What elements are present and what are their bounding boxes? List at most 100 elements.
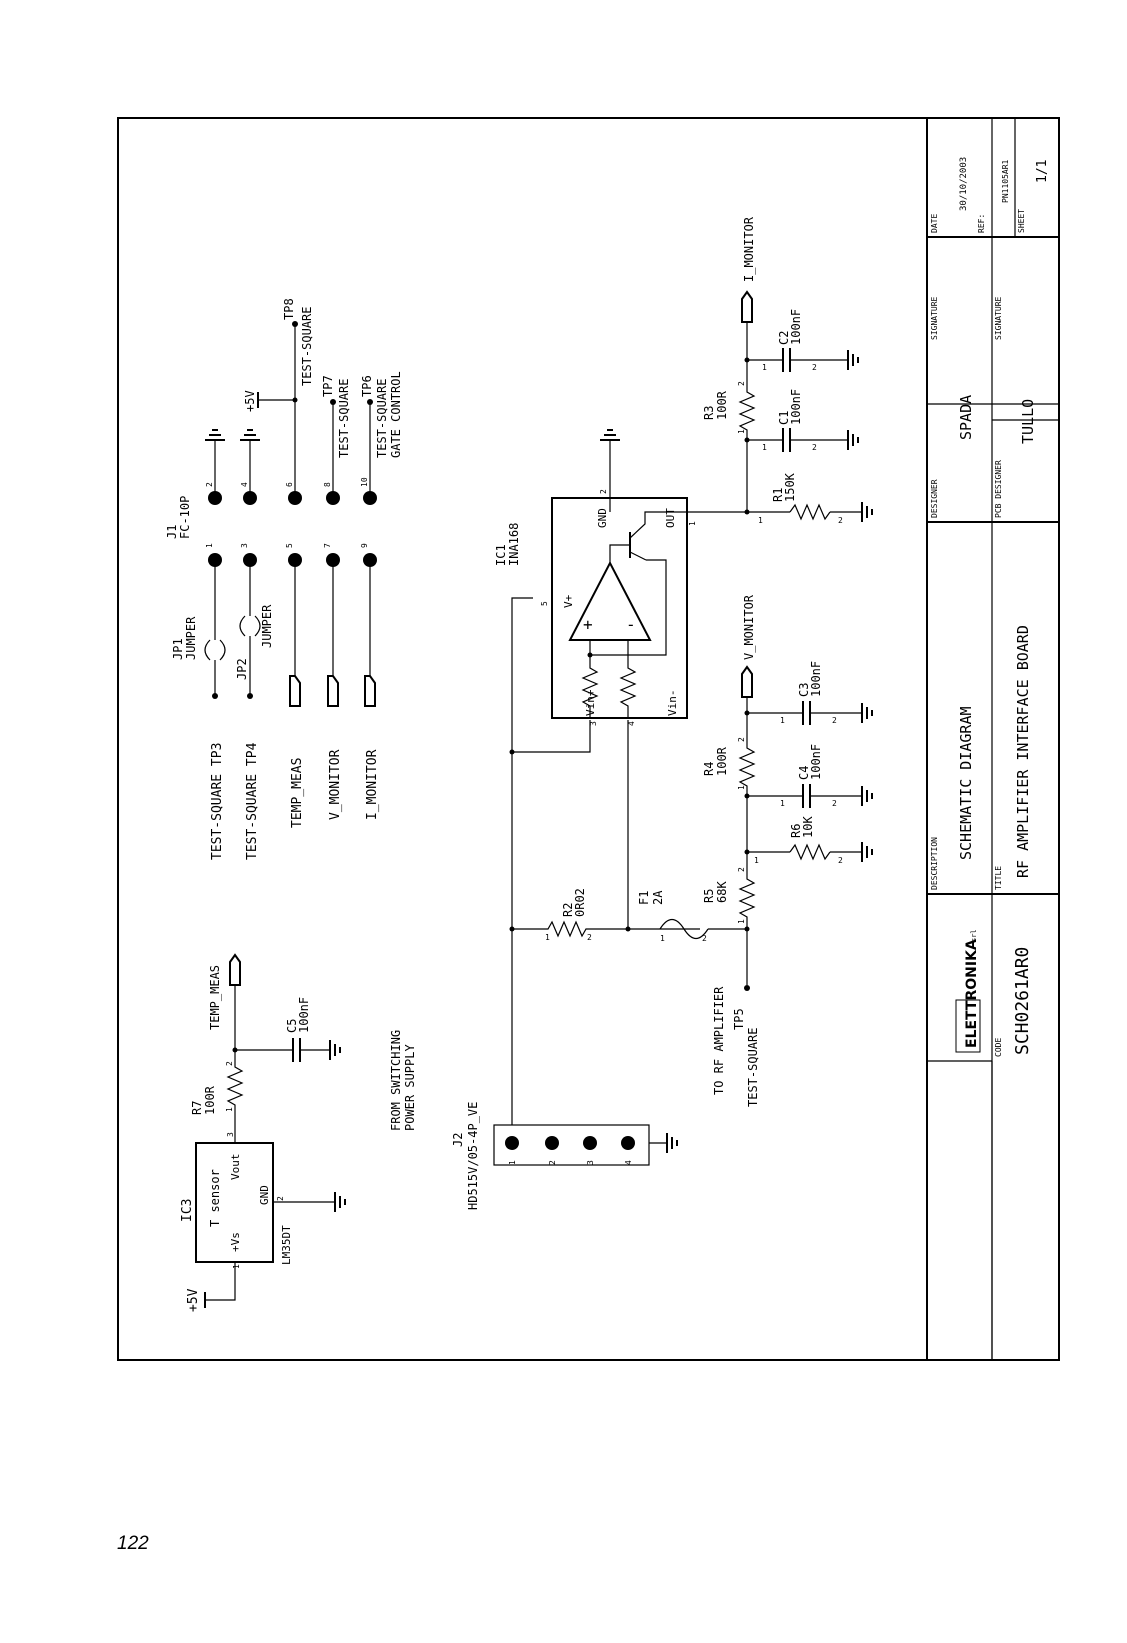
svg-text:+: + <box>583 615 593 634</box>
tp5-test-point <box>744 985 750 991</box>
svg-text:2: 2 <box>599 489 608 494</box>
svg-text:R4: R4 <box>702 762 716 776</box>
ic1-ground-symbol <box>600 429 620 498</box>
ic1-current-monitor: IC1 INA168 V+ Vin+ Vin- GND OUT 5 3 4 2 … <box>494 489 697 726</box>
description-value: SCHEMATIC DIAGRAM <box>957 706 975 860</box>
v-monitor-port-conn: V_MONITOR <box>327 560 343 820</box>
temp-meas-port-conn: TEMP_MEAS <box>289 560 305 828</box>
svg-text:1: 1 <box>780 799 785 808</box>
date-label: DATE <box>930 214 939 233</box>
company-logo: ELETTRONIKA srl <box>955 929 981 1053</box>
svg-text:1: 1 <box>205 543 214 548</box>
svg-text:1: 1 <box>688 521 697 526</box>
svg-text:100nF: 100nF <box>789 389 803 425</box>
svg-text:FC-10P: FC-10P <box>178 496 192 539</box>
svg-text:2: 2 <box>812 363 817 372</box>
r7-resistor: R7 100R 1 2 <box>190 1061 244 1115</box>
svg-text:JUMPER: JUMPER <box>184 616 198 660</box>
svg-text:C2: C2 <box>777 331 791 345</box>
svg-text:TEST-SQUARE: TEST-SQUARE <box>300 307 314 386</box>
svg-text:I_MONITOR: I_MONITOR <box>365 749 380 820</box>
svg-text:2: 2 <box>205 482 214 487</box>
title-block: ELETTRONIKA srl CODE SCH0261AR0 DESCRIPT… <box>926 118 1060 1360</box>
svg-text:1: 1 <box>225 1107 234 1112</box>
svg-text:1: 1 <box>737 785 746 790</box>
svg-text:J2: J2 <box>451 1133 465 1147</box>
svg-text:2: 2 <box>832 799 837 808</box>
svg-text:1: 1 <box>762 363 767 372</box>
svg-text:7: 7 <box>323 543 332 548</box>
svg-text:100nF: 100nF <box>809 744 823 780</box>
svg-text:2: 2 <box>548 1160 557 1165</box>
svg-text:OUT: OUT <box>664 508 677 528</box>
svg-text:C3: C3 <box>797 683 811 697</box>
svg-text:R6: R6 <box>789 824 803 838</box>
ref-value: PN1105AR1 <box>1001 159 1010 203</box>
title-label: TITLE <box>994 866 1003 890</box>
svg-text:2: 2 <box>225 1061 234 1066</box>
svg-text:TEMP_MEAS: TEMP_MEAS <box>208 965 222 1030</box>
svg-text:6: 6 <box>285 482 294 487</box>
svg-text:INA168: INA168 <box>507 523 521 566</box>
c4-capacitor: C4 100nF 1 2 <box>780 744 873 808</box>
svg-text:2: 2 <box>737 737 746 742</box>
ic3-temperature-sensor: IC3 T sensor +Vs Vout GND LM35DT 1 2 3 <box>180 1132 293 1269</box>
svg-text:TP8: TP8 <box>282 298 296 320</box>
tp7-test-point <box>330 399 336 405</box>
svg-text:1: 1 <box>762 443 767 452</box>
svg-text:2: 2 <box>276 1196 285 1201</box>
svg-text:Vout: Vout <box>229 1154 242 1181</box>
page-number: 122 <box>117 1533 149 1554</box>
svg-text:2: 2 <box>832 716 837 725</box>
svg-text:JUMPER: JUMPER <box>260 604 274 648</box>
svg-text:2: 2 <box>838 516 843 525</box>
svg-text:1: 1 <box>545 933 550 942</box>
svg-text:100R: 100R <box>715 390 729 420</box>
ic3-ground-symbol <box>273 1192 346 1212</box>
svg-text:0R02: 0R02 <box>573 888 587 917</box>
svg-text:1: 1 <box>758 516 763 525</box>
r6-resistor: R6 10K 1 2 <box>754 816 873 865</box>
svg-text:JP2: JP2 <box>235 658 249 680</box>
svg-text:TEMP_MEAS: TEMP_MEAS <box>290 758 305 828</box>
svg-text:8: 8 <box>323 482 332 487</box>
svg-text:Vin+: Vin+ <box>584 689 597 716</box>
svg-text:4: 4 <box>627 721 636 726</box>
svg-text:R1: R1 <box>771 488 785 502</box>
to-rf-amplifier-label: TO RF AMPLIFIER <box>712 986 726 1095</box>
svg-text:C4: C4 <box>797 766 811 780</box>
jp1-jumper: JP1 JUMPER <box>171 560 226 699</box>
svg-text:2A: 2A <box>651 890 665 905</box>
svg-text:Vin-: Vin- <box>666 690 679 717</box>
ref-label: REF: <box>977 214 986 233</box>
supply-bus <box>511 597 533 1125</box>
svg-text:1: 1 <box>508 1160 517 1165</box>
svg-text:TP5: TP5 <box>732 1008 746 1030</box>
svg-text:9: 9 <box>360 543 369 548</box>
r2-shunt-resistor: R2 0R02 1 2 <box>540 888 594 942</box>
svg-text:C1: C1 <box>777 411 791 425</box>
svg-text:R5: R5 <box>702 889 716 903</box>
svg-text:100R: 100R <box>203 1085 217 1115</box>
title-value: RF AMPLIFIER INTERFACE BOARD <box>1014 625 1032 878</box>
svg-text:TEST-SQUARE: TEST-SQUARE <box>375 379 389 458</box>
c2-capacitor: C2 100nF 1 2 <box>762 309 859 372</box>
svg-text:3: 3 <box>240 543 249 548</box>
svg-text:GATE CONTROL: GATE CONTROL <box>389 371 403 458</box>
svg-text:2: 2 <box>587 933 592 942</box>
svg-text:V_MONITOR: V_MONITOR <box>742 594 756 660</box>
svg-text:R3: R3 <box>702 406 716 420</box>
svg-text:5: 5 <box>540 601 549 606</box>
svg-text:V+: V+ <box>562 594 575 608</box>
svg-text:5: 5 <box>285 543 294 548</box>
supply-5v-left: +5V <box>186 1262 236 1312</box>
svg-text:68K: 68K <box>715 881 729 903</box>
svg-text:2: 2 <box>737 381 746 386</box>
sheet-border <box>117 117 1060 1361</box>
svg-text:I_MONITOR: I_MONITOR <box>742 216 756 282</box>
svg-text:TP7: TP7 <box>321 375 335 397</box>
svg-text:3: 3 <box>226 1132 235 1137</box>
svg-text:GND: GND <box>258 1185 271 1205</box>
svg-text:-: - <box>626 615 636 634</box>
pcb-designer-value: TULLO <box>1019 399 1037 444</box>
